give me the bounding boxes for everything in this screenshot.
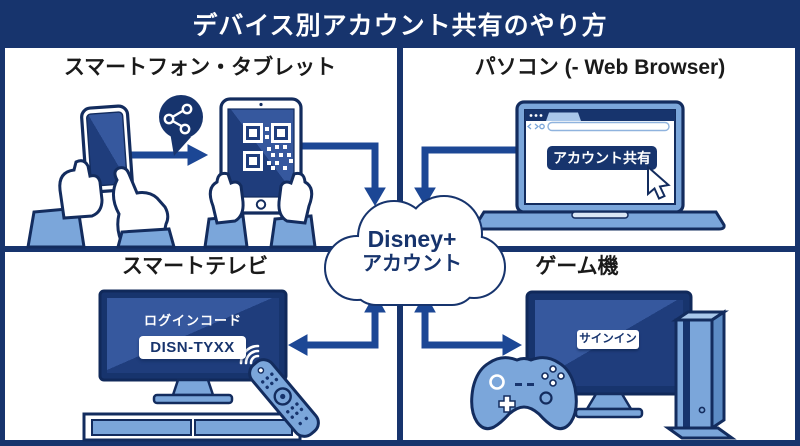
tv-stand-base <box>152 393 234 405</box>
smartphone-tablet-illustration <box>26 95 317 249</box>
label-smart-tv: スマートテレビ <box>121 255 269 278</box>
disney-account-cloud <box>324 195 506 306</box>
tv-cabinet <box>82 412 302 442</box>
hand-tapping-phone <box>112 166 176 249</box>
arrow-tablet-to-cloud <box>299 142 386 206</box>
monitor-stand-neck <box>584 392 634 411</box>
laptop-illustration <box>474 100 726 231</box>
game-console-tower <box>663 309 737 440</box>
label-smartphone-tablet: スマートフォン・タブレット <box>63 56 337 79</box>
power-icon <box>698 406 706 414</box>
tv-login-code-caption: ログインコード <box>143 313 242 328</box>
browser-chrome <box>525 110 675 132</box>
cloud-text-line1: Disney+ <box>367 226 457 252</box>
game-console-illustration <box>470 290 737 440</box>
label-game-console: ゲーム機 <box>535 255 619 278</box>
tv-stand-neck <box>171 378 215 397</box>
account-share-button <box>547 146 657 170</box>
page-title: デバイス別アカウント共有のやり方 <box>192 12 608 40</box>
monitor-stand-base <box>574 407 644 419</box>
qr-code-icon <box>243 123 293 171</box>
remote-control <box>248 358 320 438</box>
arrow-pc-to-cloud <box>414 146 517 206</box>
share-icon <box>159 95 203 156</box>
title-bar: デバイス別アカウント共有のやり方 <box>0 0 800 48</box>
browser-tab-icon <box>546 112 581 121</box>
hand-holding-phone <box>26 159 104 249</box>
game-controller <box>470 356 578 431</box>
address-bar <box>547 121 670 132</box>
account-share-button-label: アカウント共有 <box>553 150 651 166</box>
signin-button: サインイン <box>577 330 639 349</box>
label-pc: パソコン (- Web Browser) <box>474 56 726 79</box>
tv-login-code-value: DISN-TYXX <box>139 336 246 359</box>
cursor-icon <box>647 164 671 200</box>
cloud-text-line2: アカウント <box>362 253 462 275</box>
hands-holding-tablet <box>203 171 317 249</box>
